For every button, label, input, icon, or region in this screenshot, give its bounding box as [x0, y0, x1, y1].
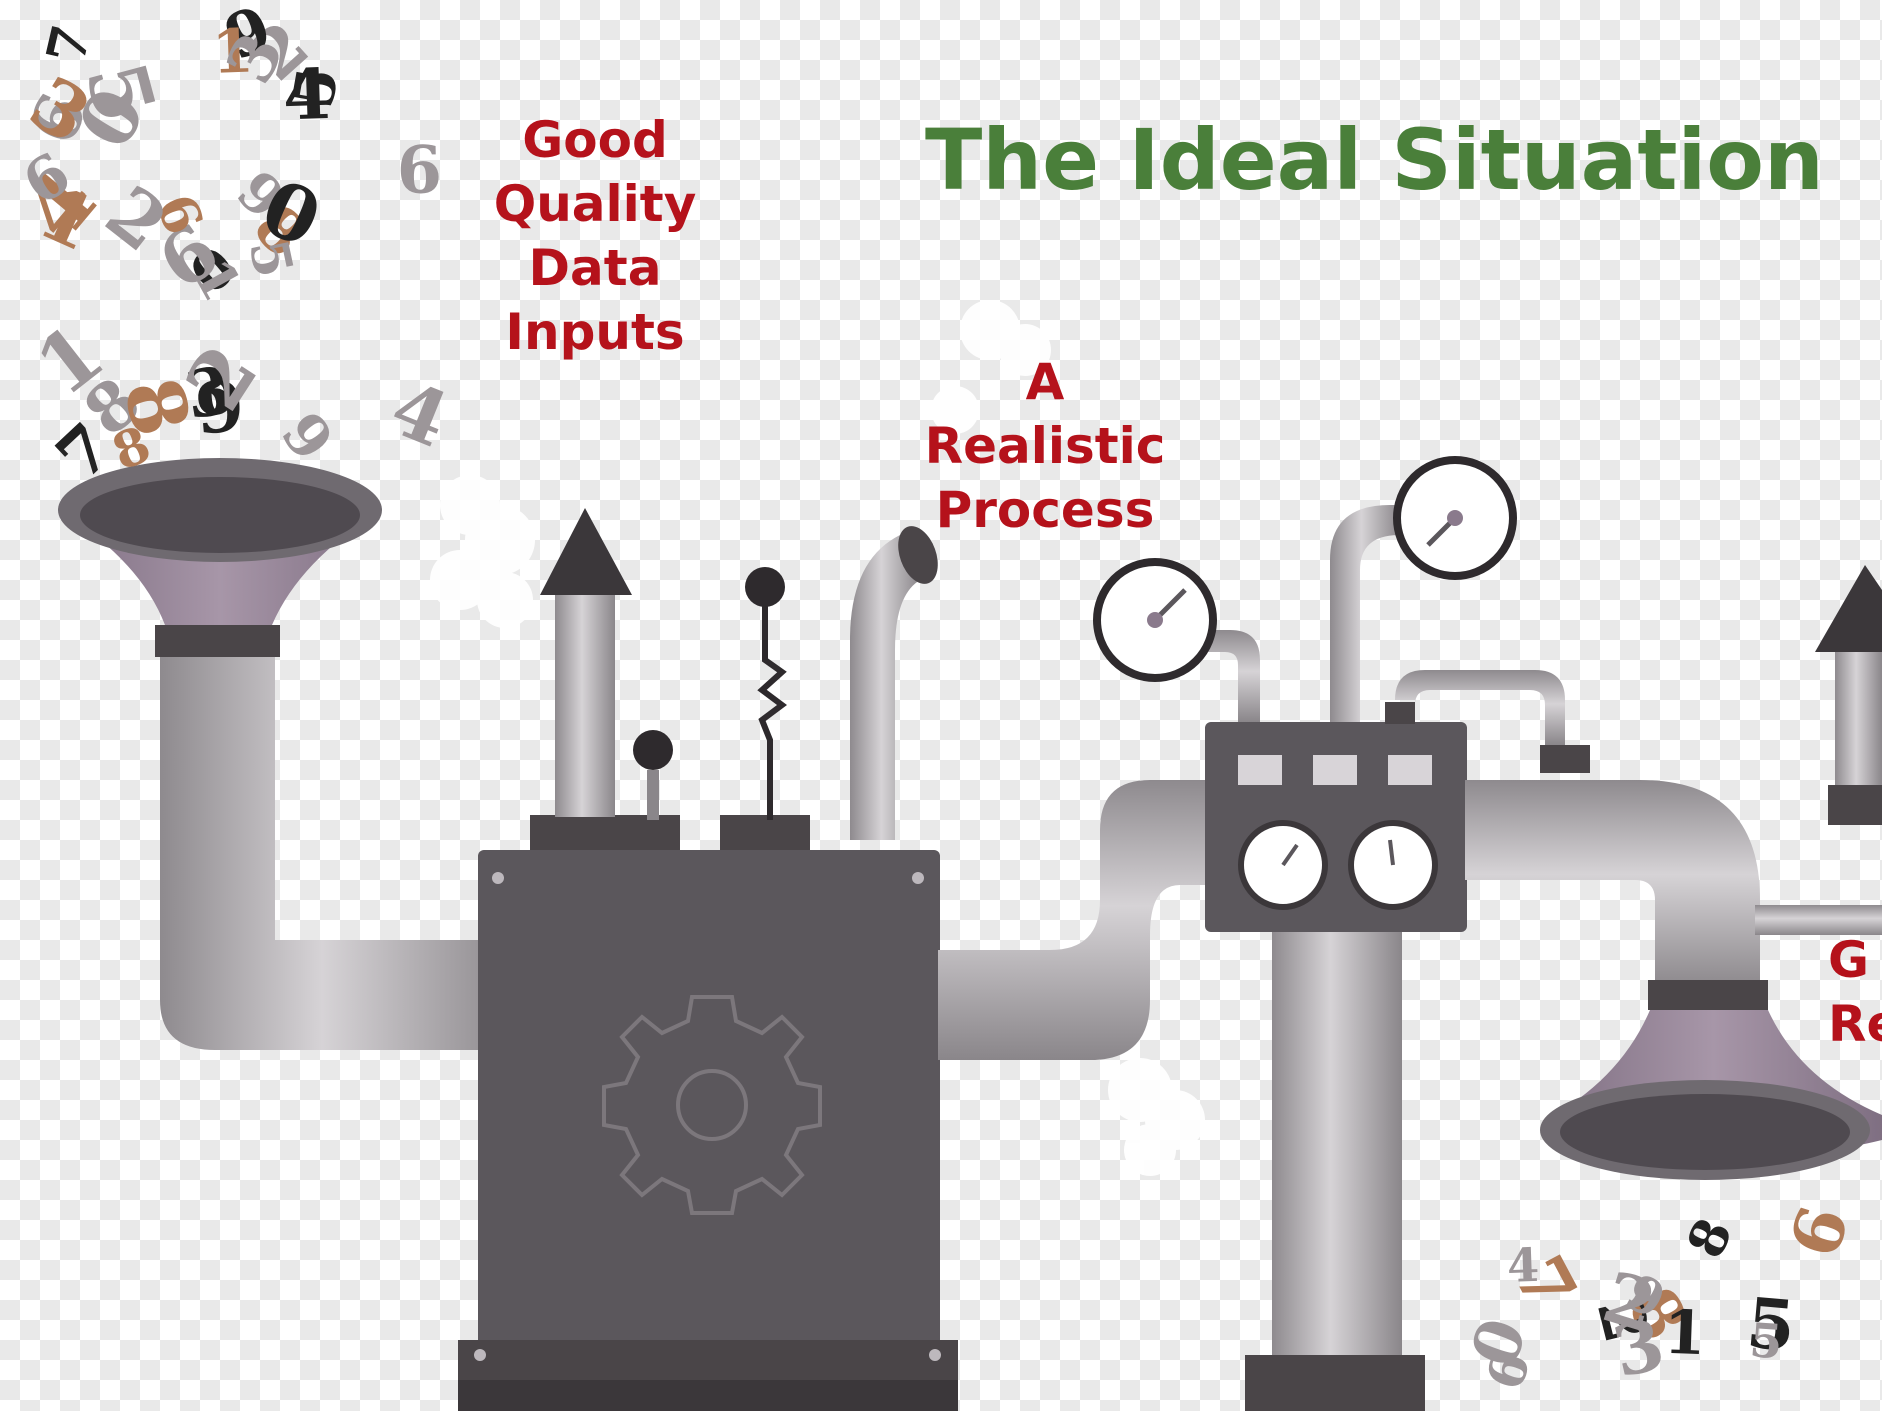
- digit-glyph: 6: [1775, 1197, 1865, 1266]
- output-funnel-icon: [1540, 1010, 1882, 1180]
- exhaust-pipe: [850, 526, 938, 840]
- gauge-icon: [1348, 820, 1438, 910]
- gauge-icon: [1093, 558, 1217, 682]
- lever-icon: [633, 567, 787, 820]
- digit-glyph: 4: [379, 364, 460, 465]
- digit-glyph: 1: [1663, 1298, 1707, 1369]
- process-label: A Realistic Process: [924, 353, 1166, 539]
- digit-glyph: 6: [396, 132, 443, 209]
- input-pipe: [155, 625, 520, 1050]
- inputs-label: Good Quality Data Inputs: [493, 111, 697, 361]
- control-tower: [1205, 702, 1467, 1411]
- digit-glyph: 4: [282, 54, 333, 137]
- input-funnel-icon: [58, 458, 382, 625]
- gauge-pipes: [1175, 505, 1590, 773]
- output-label: G Re: [1828, 931, 1882, 1053]
- arrow-up-icon: [540, 508, 632, 817]
- gear-icon: [602, 995, 822, 1215]
- connecting-pipe: [938, 780, 1210, 1060]
- smoke-cloud-icon: [430, 300, 1205, 1176]
- gauge-icon: [1393, 456, 1517, 580]
- arrow-up-icon: [1815, 565, 1882, 825]
- output-pipe: [1465, 780, 1882, 1010]
- page-title: The Ideal Situation: [925, 111, 1824, 209]
- gauge-icon: [1238, 820, 1328, 910]
- digit-glyph: 5: [1744, 1283, 1799, 1368]
- digit-glyph: 1: [211, 16, 255, 87]
- processing-machine: [458, 815, 958, 1411]
- digit-glyph: 5: [1748, 1313, 1784, 1370]
- digit-glyph: 8: [1676, 1209, 1745, 1267]
- digit-glyph: 7: [35, 20, 104, 70]
- digit-glyph: 4: [1506, 1238, 1540, 1293]
- digit-glyph: 9: [192, 364, 248, 451]
